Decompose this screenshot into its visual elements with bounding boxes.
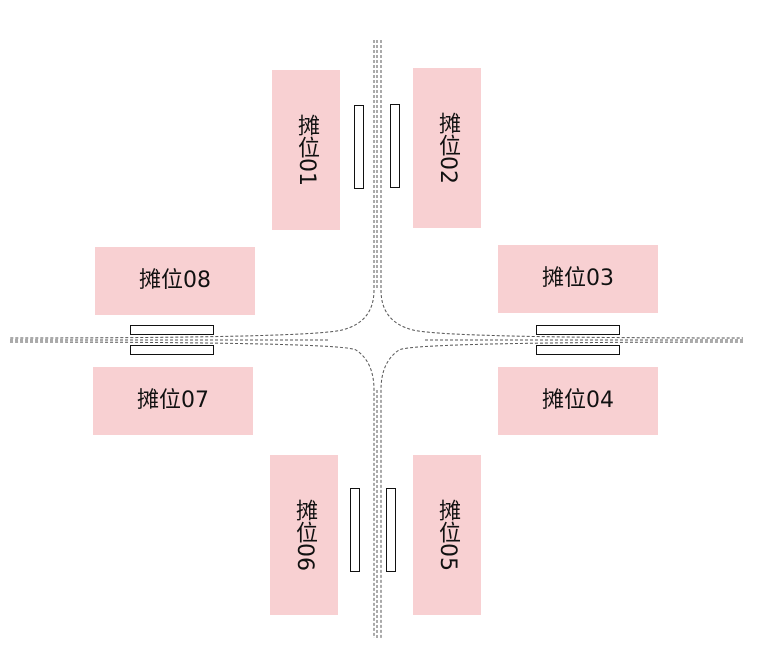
barrier-right-lower <box>536 345 620 355</box>
barrier-left-upper <box>130 325 214 335</box>
barrier-top-left <box>354 105 364 189</box>
road-edge-top-right <box>380 40 744 339</box>
barrier-left-lower <box>130 345 214 355</box>
stall-label: 摊位06 <box>292 499 317 571</box>
stall-08: 摊位08 <box>95 247 255 315</box>
stall-04: 摊位04 <box>498 367 658 435</box>
stall-label: 摊位01 <box>294 114 319 186</box>
stall-label: 摊位07 <box>137 388 209 413</box>
road-edge-top-left <box>9 40 375 339</box>
stall-06: 摊位06 <box>270 455 338 615</box>
stall-label: 摊位04 <box>542 388 614 413</box>
stall-02: 摊位02 <box>413 68 481 228</box>
road-edge-bottom-left <box>9 341 375 638</box>
stall-07: 摊位07 <box>93 367 253 435</box>
barrier-bottom-right <box>386 488 396 572</box>
barrier-right-upper <box>536 325 620 335</box>
stall-label: 摊位08 <box>139 268 211 293</box>
stall-label: 摊位02 <box>435 112 460 184</box>
barrier-bottom-left <box>350 488 360 572</box>
stall-05: 摊位05 <box>413 455 481 615</box>
stall-03: 摊位03 <box>498 245 658 313</box>
barrier-top-right <box>390 104 400 188</box>
stall-label: 摊位05 <box>435 499 460 571</box>
stall-label: 摊位03 <box>542 266 614 291</box>
stall-01: 摊位01 <box>272 70 340 230</box>
